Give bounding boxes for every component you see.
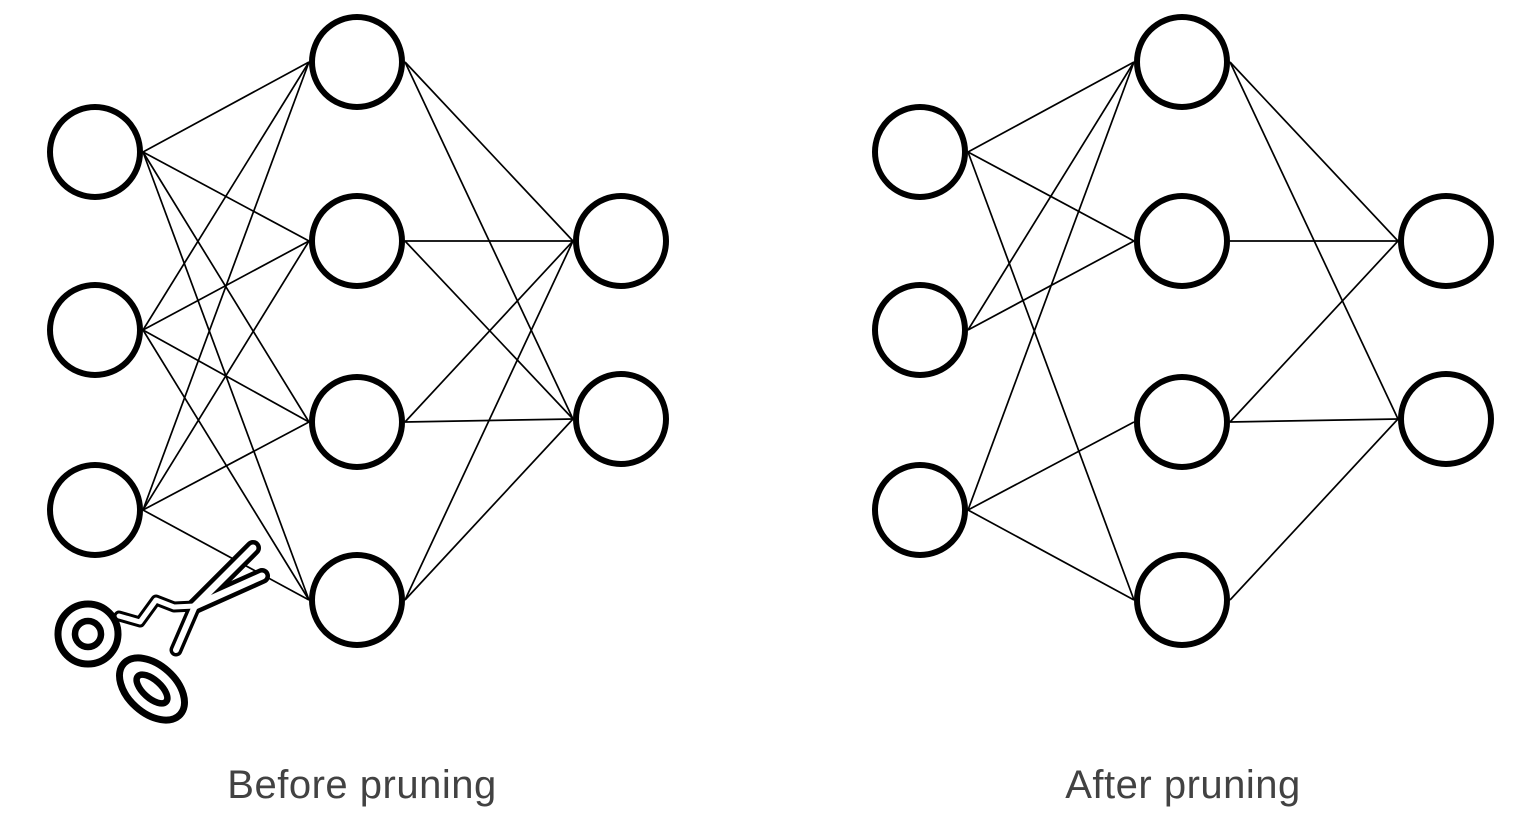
- before-edge-h4-o1: [404, 240, 574, 601]
- before-edge-i3-h1: [142, 61, 310, 511]
- after-node-i3: [872, 462, 968, 558]
- after-pruning-label: After pruning: [1065, 763, 1301, 807]
- before-node-h1: [309, 14, 405, 110]
- before-node-h2: [309, 193, 405, 289]
- before-pruning-label: Before pruning: [227, 763, 497, 807]
- before-edge-i3-h2: [142, 240, 310, 511]
- before-node-h4: [309, 552, 405, 648]
- after-node-o2: [1398, 371, 1494, 467]
- after-node-h4: [1134, 552, 1230, 648]
- after-edge-h3-o1: [1229, 240, 1399, 423]
- before-edge-i1-h1: [142, 61, 310, 153]
- after-node-h2: [1134, 193, 1230, 289]
- before-node-i2: [47, 282, 143, 378]
- after-edge-i3-h1: [967, 61, 1135, 511]
- before-edge-i3-h4: [142, 509, 310, 601]
- before-node-i3: [47, 462, 143, 558]
- before-node-o2: [573, 371, 669, 467]
- after-node-h1: [1134, 14, 1230, 110]
- after-edge-i2-h1: [967, 61, 1135, 331]
- after-edge-h3-o2: [1229, 418, 1399, 423]
- before-edge-h4-o2: [404, 418, 574, 601]
- before-node-h3: [309, 374, 405, 470]
- before-node-o1: [573, 193, 669, 289]
- after-edge-i1-h1: [967, 61, 1135, 153]
- scissors-icon: [54, 540, 270, 724]
- after-edge-i1-h4: [967, 151, 1135, 601]
- after-node-i1: [872, 104, 968, 200]
- before-network: [47, 14, 669, 648]
- before-edge-i2-h4: [142, 329, 310, 601]
- after-edge-i3-h3: [967, 421, 1135, 511]
- after-node-o1: [1398, 193, 1494, 289]
- before-edge-i3-h3: [142, 421, 310, 511]
- after-edge-h4-o2: [1229, 418, 1399, 601]
- before-edge-h1-o1: [404, 61, 574, 242]
- before-edge-h3-o1: [404, 240, 574, 423]
- before-edge-h2-o2: [404, 240, 574, 420]
- after-edge-h1-o1: [1229, 61, 1399, 242]
- after-node-h3: [1134, 374, 1230, 470]
- after-node-i2: [872, 282, 968, 378]
- before-edge-i2-h1: [142, 61, 310, 331]
- after-network: [872, 14, 1494, 648]
- before-node-i1: [47, 104, 143, 200]
- after-edge-i3-h4: [967, 509, 1135, 601]
